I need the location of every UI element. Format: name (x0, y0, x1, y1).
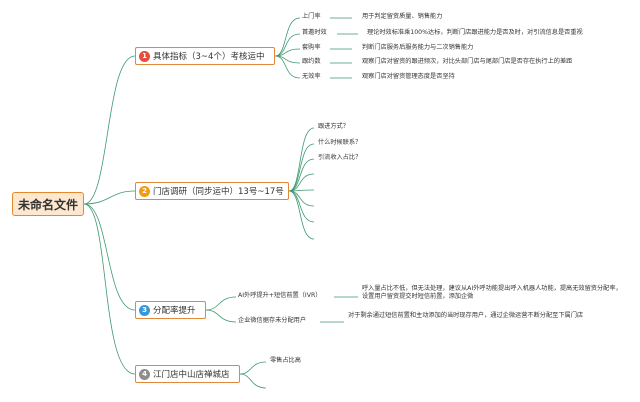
b1-item-3-desc[interactable]: 判断门店服务后服务能力与二次销售能力 (362, 44, 474, 51)
branch-1-number-badge: 1 (139, 50, 150, 62)
branch-4-number-badge: 4 (139, 368, 150, 380)
branch-4-topic[interactable]: 4 江门店中山店禅城店 (135, 365, 240, 383)
branch-2-topic[interactable]: 2 门店调研（同步运中）13号~17号 (135, 182, 289, 200)
connector-b3-item-2 (205, 309, 237, 323)
b2-item-3-name[interactable]: 引流收入占比？ (318, 154, 362, 161)
connector-b2-empty-1 (288, 173, 315, 192)
branch-3-topic[interactable]: 3 分配率提升 (135, 301, 206, 319)
branch-1-topic[interactable]: 1 具体指标（3~4个）考核运中 (135, 47, 275, 65)
b3-item-1-name[interactable]: AI外呼提升+短信前置（IVR） (238, 292, 322, 299)
b1-item-4-desc[interactable]: 观察门店对留资的跟进频次，对比头部门店与尾部门店是否存在执行上的差距 (362, 58, 573, 65)
b1-item-5-name[interactable]: 无效率 (302, 73, 321, 80)
connector-root-branch-4 (83, 203, 136, 375)
root-topic[interactable]: 未命名文件 (12, 192, 84, 216)
connector-b1-item-2 (274, 33, 301, 57)
b4-item-1-name[interactable]: 零售占比高 (270, 357, 301, 364)
branch-3-label: 分配率提升 (153, 306, 196, 316)
connector-b1-item-1 (274, 17, 301, 57)
branch-2-number-badge: 2 (139, 185, 150, 197)
b1-item-1-desc[interactable]: 用于判定留资质量、销售能力 (362, 13, 443, 20)
connector-b4-empty-1 (239, 373, 267, 389)
connector-b2-item-3 (288, 158, 315, 192)
b1-item-3-name[interactable]: 套购率 (302, 44, 321, 51)
connector-b3-item-1 (205, 296, 237, 311)
branch-2-label: 门店调研（同步运中）13号~17号 (153, 187, 284, 197)
b1-item-5-desc[interactable]: 观察门店对留资管理态度是否坚持 (362, 73, 455, 80)
b3-item-2-name[interactable]: 企业微信据存未分配用户 (238, 317, 307, 324)
connector-b2-empty-4 (288, 190, 315, 223)
connector-b2-item-2 (288, 143, 315, 192)
b1-item-4-name[interactable]: 跟约数 (302, 58, 321, 65)
b2-item-2-name[interactable]: 什么时候联系？ (318, 139, 362, 146)
connector-b2-empty-5 (288, 190, 315, 240)
connector-root-branch-2 (83, 190, 136, 205)
b3-item-1-desc[interactable]: 呼入量占比不低，但无法处理，建议从AI外呼功能提出呼入机器人功能，提高无效留资分… (362, 285, 622, 301)
branch-1-label: 具体指标（3~4个）考核运中 (153, 52, 265, 62)
branch-4-label: 江门店中山店禅城店 (153, 370, 230, 380)
b1-item-2-name[interactable]: 首邀时效 (302, 29, 327, 36)
b3-item-2-desc[interactable]: 对于剩余通过短信前置和主动添加的当时现存用户，通过企微运营不断分配至下属门店 (348, 312, 584, 319)
connector-b1-item-5 (274, 55, 301, 79)
b2-item-1-name[interactable]: 跟进方式？ (318, 123, 349, 130)
b1-item-1-name[interactable]: 上门率 (302, 13, 321, 20)
b1-item-2-desc[interactable]: 理论时效标准乘100%达标，判断门店跟进能力是否及时，对引流信息是否重视 (367, 29, 583, 36)
connector-root-branch-1 (83, 55, 136, 205)
root-topic-label: 未命名文件 (17, 197, 78, 212)
branch-3-number-badge: 3 (139, 304, 150, 316)
connector-root-branch-3 (83, 203, 136, 311)
connector-b4-item-1 (239, 361, 267, 375)
